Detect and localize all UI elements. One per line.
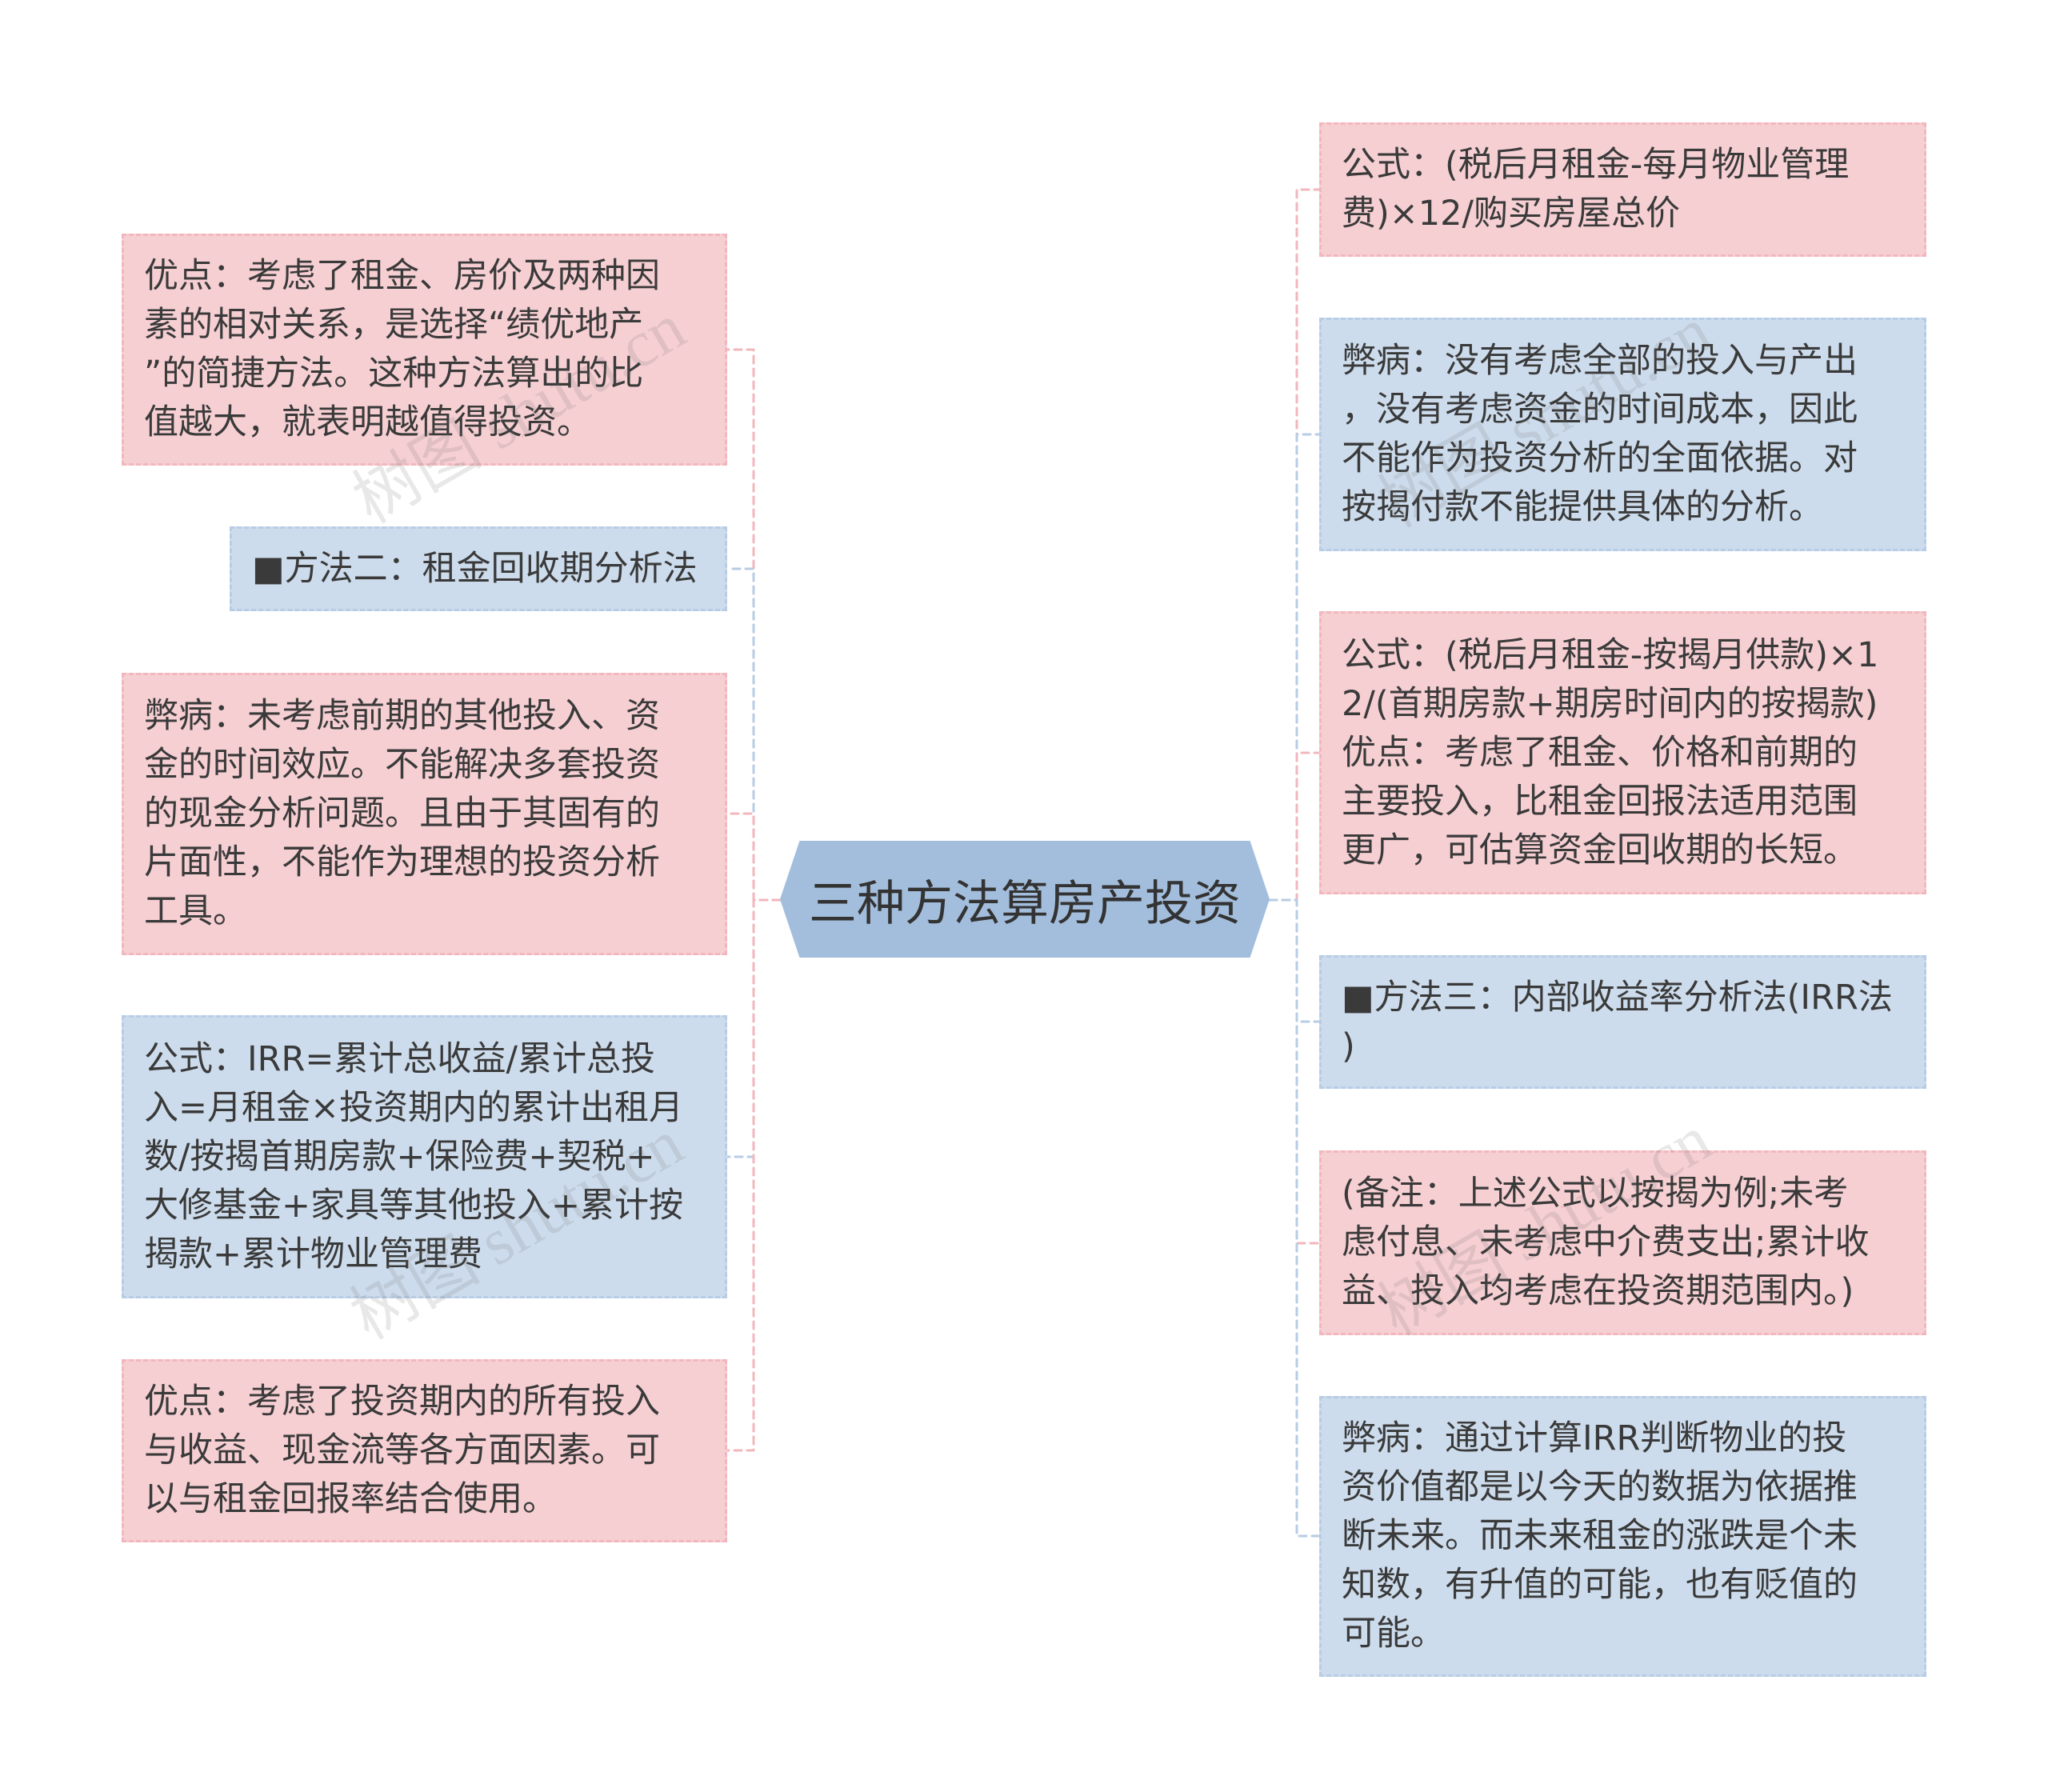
node-text-line: 工具。 <box>144 891 247 931</box>
right-node-1[interactable]: 公式：(税后月租金-每月物业管理 费)×12/购买房屋总价 <box>1319 122 1926 257</box>
connector-right-1 <box>1268 188 1321 902</box>
right-node-4[interactable]: ■方法三：内部收益率分析法(IRR法 ) <box>1319 955 1926 1089</box>
node-text-line: ■方法二：租金回收期分析法 <box>252 548 698 589</box>
node-text-line: 可能。 <box>1342 1614 1445 1654</box>
node-text-line: 揭款+累计物业管理费 <box>144 1234 483 1274</box>
node-text-line: ) <box>1342 1026 1355 1066</box>
node-text-line: 更广，可估算资金回收期的长短。 <box>1342 830 1858 870</box>
right-node-6[interactable]: 弊病：通过计算IRR判断物业的投 资价值都是以今天的数据为依据推 断未来。而未来… <box>1319 1396 1926 1677</box>
central-topic-label: 三种方法算房产投资 <box>809 875 1241 932</box>
node-text-line: 金的时间效应。不能解决多套投资 <box>144 745 660 785</box>
node-text-line: 虑付息、未考虑中介费支出;累计收 <box>1342 1222 1870 1262</box>
node-text-line: 优点：考虑了租金、房价及两种因 <box>144 256 660 296</box>
node-text-line: 不能作为投资分析的全面依据。对 <box>1342 438 1858 478</box>
node-text-line: 2/(首期房款+期房时间内的按揭款) <box>1342 683 1878 724</box>
node-text-line: ”的简捷方法。这种方法算出的比 <box>144 354 644 394</box>
node-text-line: (备注：上述公式以按揭为例;未考 <box>1342 1174 1849 1214</box>
right-node-2[interactable]: 弊病：没有考虑全部的投入与产出 ，没有考虑资金的时间成本，因此 不能作为投资分析… <box>1319 318 1926 551</box>
node-text-line: 弊病：未考虑前期的其他投入、资 <box>144 696 660 736</box>
node-text-line: 按揭付款不能提供具体的分析。 <box>1342 487 1823 527</box>
node-text-line: 素的相对关系，是选择“绩优地产 <box>144 305 644 345</box>
connector-right-3 <box>1268 751 1321 902</box>
connector-left-5 <box>726 898 782 1452</box>
node-text-line: ■方法三：内部收益率分析法(IRR法 <box>1342 977 1893 1018</box>
node-text-line: 以与租金回报率结合使用。 <box>144 1479 557 1519</box>
node-text-line: 值越大，就表明越值得投资。 <box>144 402 591 442</box>
left-node-5[interactable]: 优点：考虑了投资期内的所有投入 与收益、现金流等各方面因素。可 以与租金回报率结… <box>122 1359 727 1542</box>
node-text-line: 益、投入均考虑在投资期范围内。) <box>1342 1271 1854 1311</box>
right-node-3[interactable]: 公式：(税后月租金-按揭月供款)×1 2/(首期房款+期房时间内的按揭款) 优点… <box>1319 611 1926 894</box>
node-text-line: 弊病：通过计算IRR判断物业的投 <box>1342 1418 1847 1458</box>
connector-right-6 <box>1268 898 1321 1538</box>
node-text-line: 公式：(税后月租金-每月物业管理 <box>1342 145 1850 185</box>
node-text-line: 片面性，不能作为理想的投资分析 <box>144 842 660 882</box>
node-text-line: 的现金分析问题。且由于其固有的 <box>144 794 660 834</box>
right-node-5[interactable]: (备注：上述公式以按揭为例;未考 虑付息、未考虑中介费支出;累计收 益、投入均考… <box>1319 1150 1926 1335</box>
node-text-line: 弊病：没有考虑全部的投入与产出 <box>1342 341 1858 381</box>
node-text-line: 断未来。而未来租金的涨跌是个未 <box>1342 1516 1858 1556</box>
node-text-line: ，没有考虑资金的时间成本，因此 <box>1342 390 1858 430</box>
central-topic[interactable]: 三种方法算房产投资 <box>780 841 1270 958</box>
node-text-line: 公式：IRR=累计总收益/累计总投 <box>144 1038 655 1079</box>
left-node-4[interactable]: 公式：IRR=累计总收益/累计总投 入=月租金×投资期内的累计出租月 数/按揭首… <box>122 1015 727 1298</box>
left-node-2[interactable]: ■方法二：租金回收期分析法 <box>230 526 727 611</box>
node-text-line: 优点：考虑了租金、价格和前期的 <box>1342 732 1858 773</box>
node-text-line: 入=月租金×投资期内的累计出租月 <box>144 1087 684 1128</box>
connector-right-5 <box>1268 898 1321 1245</box>
node-text-line: 费)×12/购买房屋总价 <box>1342 194 1681 234</box>
node-text-line: 主要投入，比租金回报法适用范围 <box>1342 781 1858 822</box>
node-text-line: 资价值都是以今天的数据为依据推 <box>1342 1467 1858 1507</box>
node-text-line: 数/按揭首期房款+保险费+契税+ <box>144 1136 655 1177</box>
node-text-line: 公式：(税后月租金-按揭月供款)×1 <box>1342 634 1879 675</box>
left-node-1[interactable]: 优点：考虑了租金、房价及两种因 素的相对关系，是选择“绩优地产 ”的简捷方法。这… <box>122 234 727 466</box>
node-text-line: 知数，有升值的可能，也有贬值的 <box>1342 1565 1858 1605</box>
node-text-line: 与收益、现金流等各方面因素。可 <box>144 1430 660 1470</box>
node-text-line: 大修基金+家具等其他投入+累计按 <box>144 1185 684 1226</box>
node-text-line: 优点：考虑了投资期内的所有投入 <box>144 1382 660 1422</box>
connector-right-4 <box>1268 898 1321 1023</box>
left-node-3[interactable]: 弊病：未考虑前期的其他投入、资 金的时间效应。不能解决多套投资 的现金分析问题。… <box>122 673 727 955</box>
connector-left-3 <box>726 812 782 902</box>
connector-right-2 <box>1268 433 1321 902</box>
